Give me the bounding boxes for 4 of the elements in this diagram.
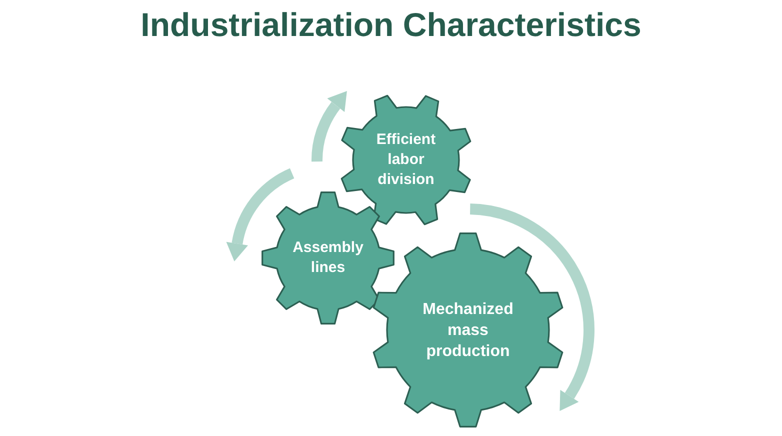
- gear-label: Efficient labor division: [375, 130, 437, 190]
- gear-label: Mechanized mass production: [422, 300, 514, 362]
- title: Industrialization Characteristics: [140, 6, 642, 44]
- gear-label: Assembly lines: [292, 238, 364, 278]
